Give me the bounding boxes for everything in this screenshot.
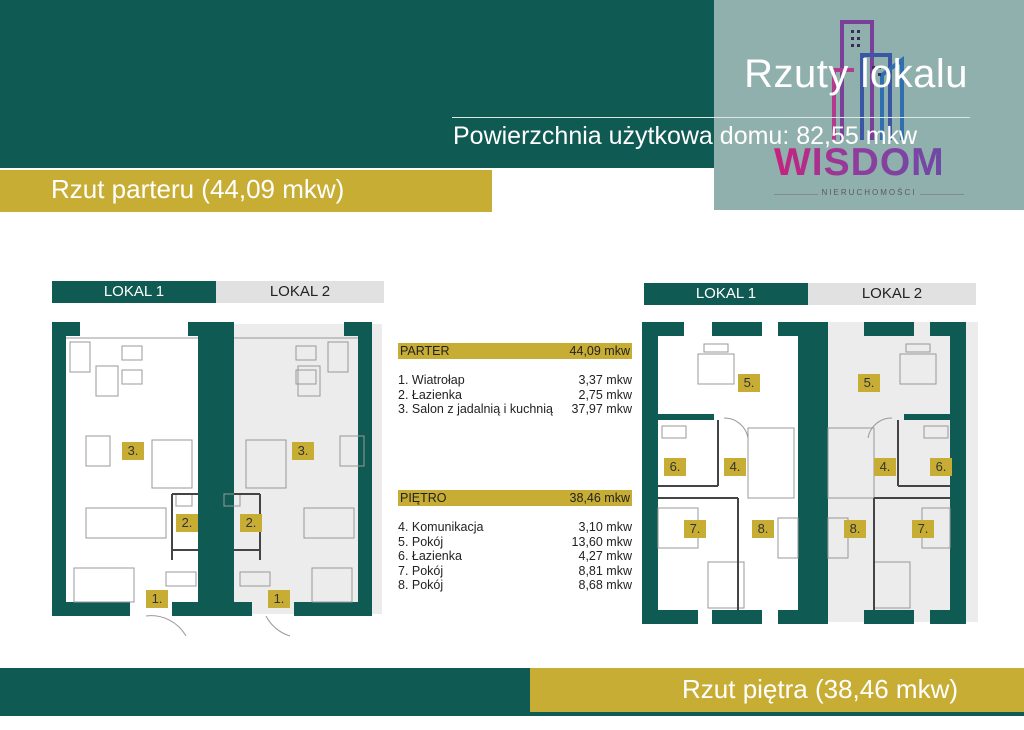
ground-floor-plan: 3. 2. 1. 3. 2. 1.: [46, 320, 391, 640]
room-label: 6.: [930, 458, 952, 476]
parter-title: PARTER: [400, 344, 450, 358]
room-name: 6. Łazienka: [398, 549, 462, 563]
room-label: 2.: [240, 514, 262, 532]
room-name: 2. Łazienka: [398, 387, 462, 402]
room-label: 8.: [752, 520, 774, 538]
skyline-icon: [832, 20, 904, 140]
room-label: 5.: [738, 374, 760, 392]
room-row: 1. Wiatrołap 3,37 mkw: [398, 373, 632, 388]
upper-floor-banner-text: Rzut piętra (38,46 mkw): [682, 674, 958, 704]
logo-tagline: NIERUCHOMOŚCI: [774, 188, 964, 197]
logo-panel: [714, 0, 1024, 210]
room-label: 5.: [858, 374, 880, 392]
room-label: 7.: [684, 520, 706, 538]
pietro-header: PIĘTRO 38,46 mkw: [398, 490, 632, 506]
room-label: 1.: [146, 590, 168, 608]
room-name: 3. Salon z jadalnią i kuchnią: [398, 402, 553, 416]
tab-lokal-1-upper[interactable]: LOKAL 1: [644, 283, 808, 305]
room-area: 13,60 mkw: [571, 534, 632, 549]
parter-rooms-table: PARTER 44,09 mkw 1. Wiatrołap 3,37 mkw 2.…: [398, 343, 632, 417]
ground-floor-banner-text: Rzut parteru (44,09 mkw): [51, 174, 345, 204]
pietro-title: PIĘTRO: [400, 491, 447, 505]
room-label: 3.: [122, 442, 144, 460]
tab-lokal-2-upper[interactable]: LOKAL 2: [808, 283, 976, 305]
room-label: 8.: [844, 520, 866, 538]
room-row: 4. Komunikacja 3,10 mkw: [398, 520, 632, 535]
upper-floor-banner: Rzut piętra (38,46 mkw): [530, 668, 1024, 712]
room-row: 7. Pokój 8,81 mkw: [398, 564, 632, 579]
ground-floor-banner: Rzut parteru (44,09 mkw): [0, 170, 492, 212]
parter-header: PARTER 44,09 mkw: [398, 343, 632, 359]
tab-lokal-1-ground[interactable]: LOKAL 1: [52, 281, 216, 303]
room-area: 3,37 mkw: [578, 373, 633, 387]
room-area: 2,75 mkw: [578, 387, 633, 402]
room-area: 8,68 mkw: [578, 578, 633, 592]
page-subtitle: Powierzchnia użytkowa domu: 82,55 mkw: [453, 122, 918, 150]
pietro-total: 38,46 mkw: [569, 491, 630, 505]
room-name: 8. Pokój: [398, 578, 444, 592]
title-divider: [452, 117, 970, 118]
room-label: 6.: [664, 458, 686, 476]
page-title: Rzuty lokalu: [744, 52, 968, 96]
room-row: 5. Pokój 13,60 mkw: [398, 535, 632, 550]
room-area: 37,97 mkw: [571, 402, 632, 416]
room-name: 7. Pokój: [398, 563, 444, 578]
logo-wordmark: WISDOM: [774, 141, 945, 184]
room-area: 8,81 mkw: [578, 563, 633, 578]
room-name: 5. Pokój: [398, 534, 444, 549]
room-label: 4.: [874, 458, 896, 476]
room-label: 3.: [292, 442, 314, 460]
room-name: 1. Wiatrołap: [398, 373, 465, 387]
tab-lokal-2-ground[interactable]: LOKAL 2: [216, 281, 384, 303]
room-label: 4.: [724, 458, 746, 476]
room-row: 6. Łazienka 4,27 mkw: [398, 549, 632, 564]
room-area: 3,10 mkw: [578, 520, 633, 534]
room-label: 7.: [912, 520, 934, 538]
room-label: 1.: [268, 590, 290, 608]
room-row: 3. Salon z jadalnią i kuchnią 37,97 mkw: [398, 402, 632, 417]
parter-total: 44,09 mkw: [569, 344, 630, 358]
room-label: 2.: [176, 514, 198, 532]
room-row: 8. Pokój 8,68 mkw: [398, 578, 632, 593]
room-name: 4. Komunikacja: [398, 520, 484, 534]
upper-floor-plan: 5. 6. 4. 7. 8. 5. 4. 6. 8. 7.: [628, 318, 988, 638]
room-row: 2. Łazienka 2,75 mkw: [398, 388, 632, 403]
room-area: 4,27 mkw: [578, 549, 633, 563]
